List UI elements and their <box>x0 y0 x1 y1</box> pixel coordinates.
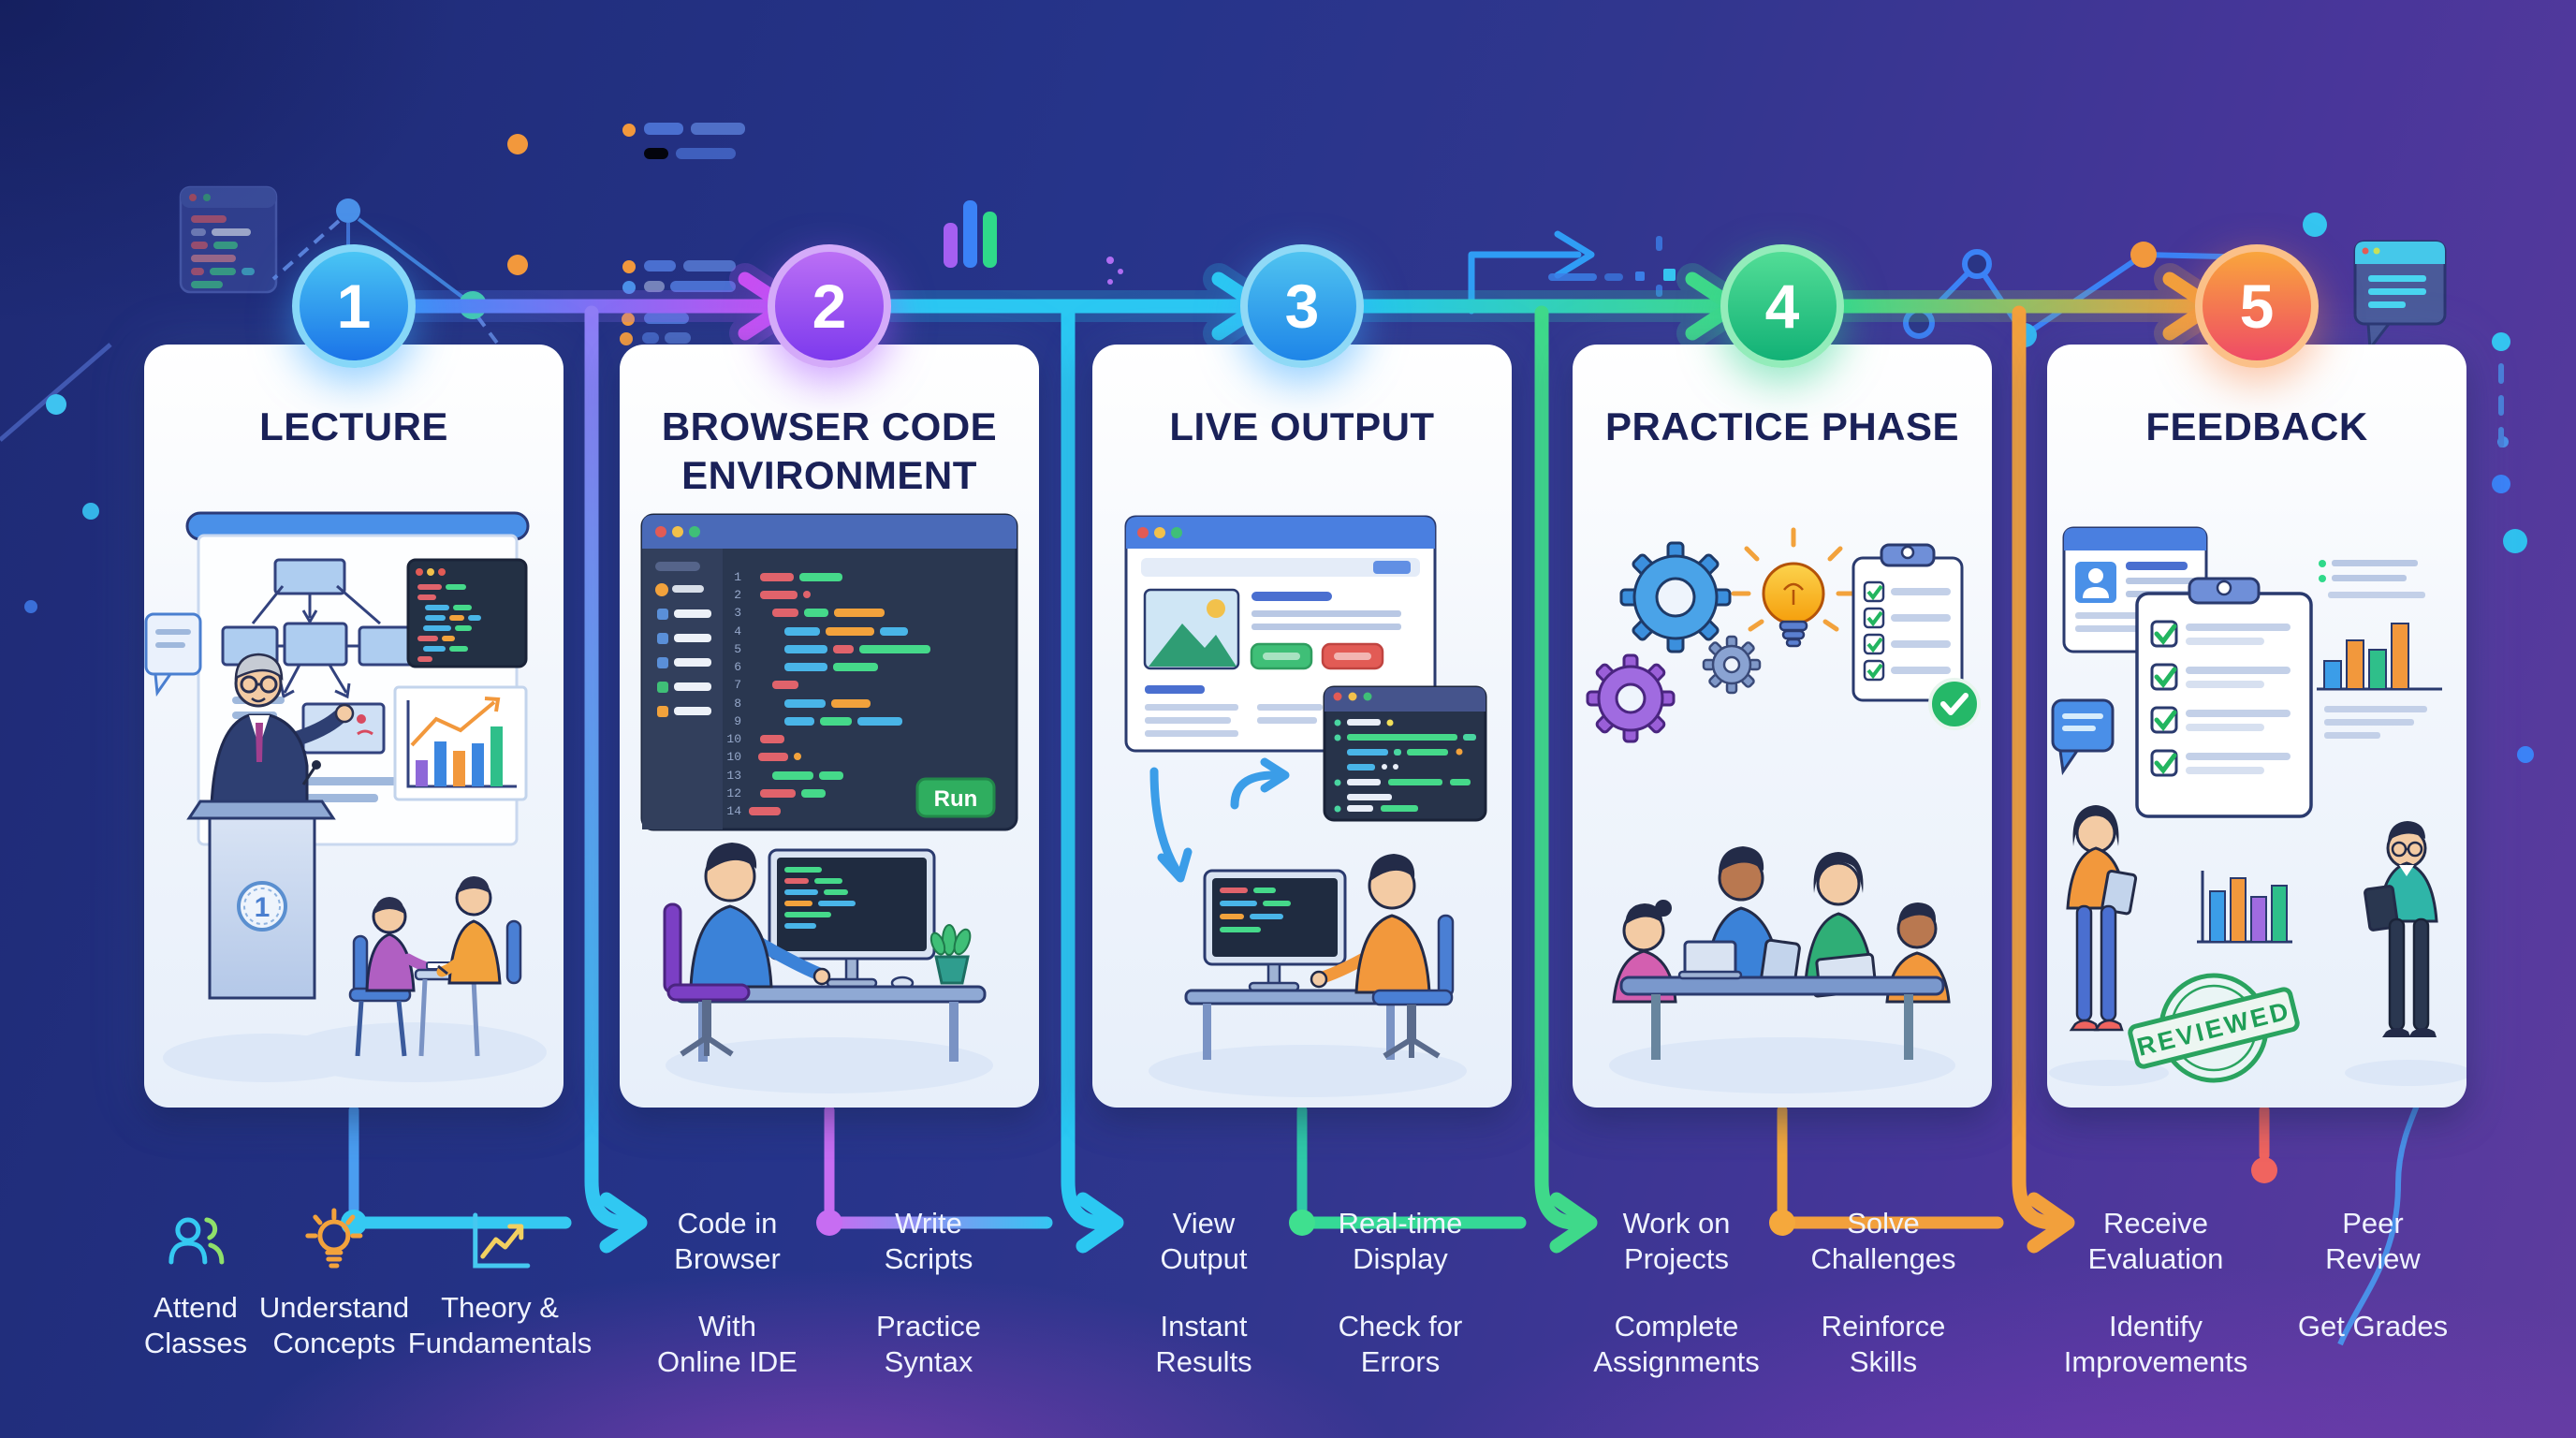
step-number: 4 <box>1764 271 1800 341</box>
branch-connector-3 <box>1289 305 1598 1254</box>
svg-text:6: 6 <box>734 660 741 674</box>
step-number: 1 <box>336 271 372 341</box>
code-environment-illustration: 1 2 3 4 5 6 7 8 9 10 10 13 12 14 <box>640 513 1018 1093</box>
mini-bar-chart <box>393 685 528 801</box>
collaborating-people <box>1612 846 1951 1060</box>
svg-text:1: 1 <box>734 570 741 584</box>
reviewer-man <box>2364 821 2438 1037</box>
plant <box>929 924 972 985</box>
branch-connector-1 <box>341 305 648 1254</box>
svg-text:3: 3 <box>734 606 741 620</box>
branch-connector-2 <box>816 305 1124 1254</box>
left-edge-decorations <box>0 343 112 613</box>
svg-text:2: 2 <box>734 588 741 602</box>
svg-text:Run: Run <box>934 786 978 812</box>
svg-text:4: 4 <box>734 624 741 638</box>
feedback-illustration: REVIEWED <box>2049 526 2466 1086</box>
dash-dots-decoration <box>1548 236 1676 297</box>
svg-text:13: 13 <box>726 769 741 783</box>
score-chart-panel <box>2317 560 2442 739</box>
lightbulb-icon <box>305 1208 363 1269</box>
stage-title: LIVE OUTPUT <box>1169 404 1435 448</box>
checklist-clipboard-icon <box>1852 543 1981 730</box>
curved-arrows <box>1149 757 1290 883</box>
code-editor-window: 1 2 3 4 5 6 7 8 9 10 10 13 12 14 <box>640 513 1018 831</box>
stage-title: LECTURE <box>259 404 448 448</box>
reviewer-woman <box>2066 805 2138 1032</box>
gears-icon <box>1586 541 1762 743</box>
svg-text:8: 8 <box>734 697 741 711</box>
stage-card-lecture: LECTURE <box>144 345 564 1108</box>
code-lines <box>749 573 930 815</box>
live-output-illustration <box>1124 515 1487 1097</box>
svg-text:10: 10 <box>726 732 741 746</box>
students-icon <box>168 1217 225 1265</box>
branch-connector-4 <box>1769 305 2075 1254</box>
svg-text:5: 5 <box>734 642 741 656</box>
cyan-dot-decoration <box>2303 213 2327 237</box>
code-panel <box>406 558 528 668</box>
sparkle-dots-decoration <box>1106 257 1123 285</box>
svg-text:9: 9 <box>734 714 741 728</box>
desk-scene <box>663 843 987 1062</box>
lightbulb-idea-icon <box>1731 527 1856 648</box>
chat-window-decoration <box>2353 240 2447 353</box>
step-number: 5 <box>2239 271 2275 341</box>
branch-connector-5 <box>2251 1105 2277 1183</box>
professor-figure <box>210 653 355 807</box>
step-badge-2: 2 <box>768 244 891 368</box>
checklist-clipboard <box>2135 577 2313 818</box>
step-badge-5: 5 <box>2195 244 2319 368</box>
student-figures <box>348 876 522 1057</box>
step-number: 3 <box>1284 271 1320 341</box>
stage-title: PRACTICE PHASE <box>1604 404 1960 448</box>
svg-text:7: 7 <box>734 678 741 692</box>
note-theory-fundamentals: Theory &Fundamentals <box>408 1208 592 1361</box>
equalizer-bars-icon <box>944 200 997 268</box>
lecture-illustration: 1 <box>144 511 547 1082</box>
stage-card-practice-phase: PRACTICE PHASE <box>1573 345 1992 1108</box>
orange-dots-decoration <box>507 134 528 275</box>
svg-text:12: 12 <box>726 786 741 800</box>
mini-code-window-decoration <box>179 185 278 294</box>
small-bar-chart <box>2197 871 2292 944</box>
console-window <box>1323 685 1487 822</box>
green-button <box>1250 642 1313 670</box>
stage-card-feedback: FEEDBACK <box>2047 345 2466 1108</box>
flow-arrow-2-3 <box>875 263 1276 349</box>
stage-title: FEEDBACK <box>2145 404 2368 448</box>
person-at-desk <box>663 843 831 1057</box>
stage-card-live-output: LIVE OUTPUT <box>1092 345 1512 1108</box>
step-badge-3: 3 <box>1240 244 1364 368</box>
step-badge-1: 1 <box>292 244 416 368</box>
growth-chart-icon <box>473 1212 531 1269</box>
podium-number: 1 <box>255 892 271 923</box>
podium: 1 <box>186 760 336 1000</box>
line-numbers: 1 2 3 4 5 6 7 8 9 10 10 13 12 14 <box>726 570 741 818</box>
svg-text:14: 14 <box>726 804 741 818</box>
step-number: 2 <box>812 271 847 341</box>
step-badge-4: 4 <box>1720 244 1844 368</box>
desk-scene <box>1184 854 1455 1060</box>
svg-text:10: 10 <box>726 750 741 764</box>
run-button: Run <box>915 777 996 818</box>
practice-phase-illustration <box>1586 527 1981 1093</box>
speech-bubble-icon <box>2051 698 2115 776</box>
speech-bubble-icon <box>144 612 202 697</box>
red-button <box>1321 642 1384 670</box>
